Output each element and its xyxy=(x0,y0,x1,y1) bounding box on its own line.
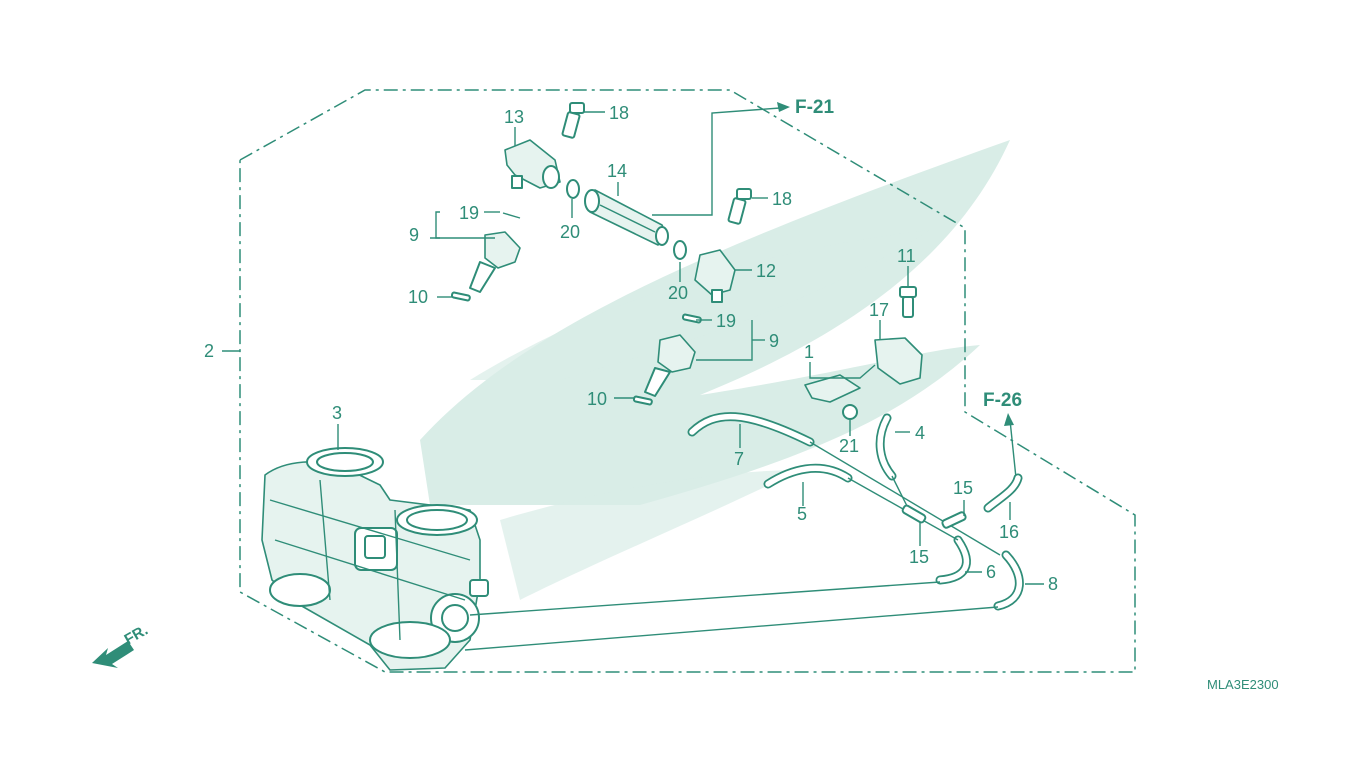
callout-18-lower[interactable]: 18 xyxy=(772,189,792,209)
fuel-joint-13 xyxy=(504,139,561,189)
hose-8 xyxy=(993,550,1024,611)
hose-6 xyxy=(935,535,971,585)
callout-15-lower[interactable]: 15 xyxy=(909,547,929,567)
injector-upper xyxy=(450,212,521,302)
callout-16[interactable]: 16 xyxy=(999,522,1019,542)
callout-7[interactable]: 7 xyxy=(734,449,744,469)
callout-20-upper[interactable]: 20 xyxy=(560,222,580,242)
callout-9-upper[interactable]: 9 xyxy=(409,225,419,245)
hose-16 xyxy=(983,473,1023,513)
callout-17[interactable]: 17 xyxy=(869,300,889,320)
joint-15-right xyxy=(941,511,967,529)
assembly-boundary xyxy=(239,89,1136,673)
callout-18-upper[interactable]: 18 xyxy=(609,103,629,123)
bolt-18-upper xyxy=(561,102,585,139)
callout-6[interactable]: 6 xyxy=(986,562,996,582)
callout-11[interactable]: 11 xyxy=(897,246,916,266)
callout-8[interactable]: 8 xyxy=(1048,574,1058,594)
front-direction-arrow xyxy=(92,641,134,668)
callout-12[interactable]: 12 xyxy=(756,261,776,281)
fuel-joint-12 xyxy=(694,249,736,303)
callout-5[interactable]: 5 xyxy=(797,504,807,524)
callout-9-lower[interactable]: 9 xyxy=(769,331,779,351)
callout-13[interactable]: 13 xyxy=(504,107,524,127)
joint-15-left xyxy=(901,504,927,524)
callout-14[interactable]: 14 xyxy=(607,161,627,181)
throttle-body xyxy=(261,447,489,671)
hose-4 xyxy=(875,413,897,481)
bolt-18-lower xyxy=(727,188,752,225)
callout-19-lower[interactable]: 19 xyxy=(716,311,736,331)
callout-3[interactable]: 3 xyxy=(332,403,342,423)
callout-2[interactable]: 2 xyxy=(204,341,214,361)
callout-21[interactable]: 21 xyxy=(839,436,859,456)
o-ring-20-upper xyxy=(566,179,580,199)
diagram-code: MLA3E2300 xyxy=(1207,677,1279,692)
bolt-21 xyxy=(842,404,858,420)
callout-1[interactable]: 1 xyxy=(804,342,814,362)
callout-15-upper[interactable]: 15 xyxy=(953,478,973,498)
callout-20-lower[interactable]: 20 xyxy=(668,283,688,303)
hose-7 xyxy=(687,412,815,447)
fuel-pipe xyxy=(584,189,669,246)
brand-watermark-wing xyxy=(420,140,1010,600)
bracket-1 xyxy=(804,374,861,403)
callout-19-upper[interactable]: 19 xyxy=(459,203,479,223)
ref-f21-pointer xyxy=(652,102,790,216)
hose-5 xyxy=(763,463,853,489)
o-ring-20-lower xyxy=(673,240,687,260)
ref-f21-label[interactable]: F-21 xyxy=(795,97,835,118)
ref-f26-pointer xyxy=(1004,413,1017,479)
sensor-17 xyxy=(874,286,923,385)
callout-10-lower[interactable]: 10 xyxy=(587,389,607,409)
ref-f26-label[interactable]: F-26 xyxy=(983,390,1022,411)
callout-10-upper[interactable]: 10 xyxy=(408,287,428,307)
callout-4[interactable]: 4 xyxy=(915,423,925,443)
leader-lines xyxy=(222,111,1044,585)
injector-lower xyxy=(632,313,702,406)
